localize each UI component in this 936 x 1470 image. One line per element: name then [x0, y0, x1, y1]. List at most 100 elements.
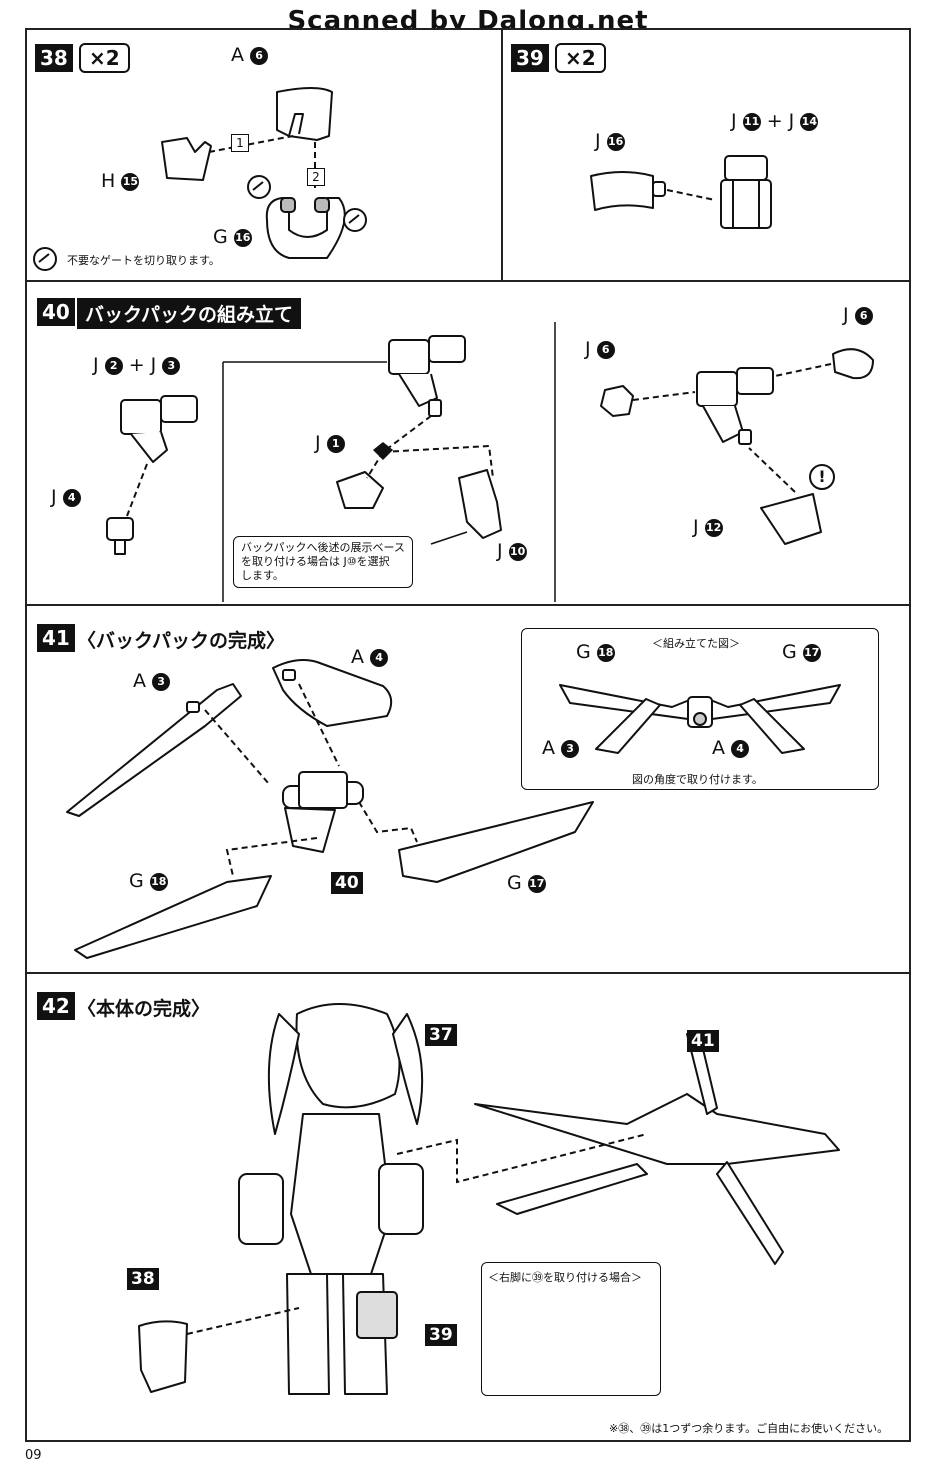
- part-number: 3: [162, 356, 181, 375]
- runner-letter: A: [712, 737, 725, 759]
- inset-label-g18: G 18: [576, 641, 615, 663]
- step-number: 39: [511, 44, 549, 72]
- part-label-g16: G 16: [213, 226, 252, 248]
- callout-line: します。: [241, 569, 284, 582]
- quantity-multiplier: ×2: [79, 43, 130, 73]
- caution-icon: !: [809, 464, 835, 490]
- part-label-j10: J 10: [497, 540, 527, 562]
- assembled-view-inset: ＜組み立てた図＞ G 18 G 17 A 3 A 4 図の角: [521, 628, 879, 790]
- part-label-a6: A 6: [231, 44, 269, 66]
- right-leg-inset: ＜右脚に㊴を取り付ける場合＞: [481, 1262, 661, 1396]
- part-number: 15: [121, 172, 140, 191]
- step-reference-39: 39: [425, 1324, 457, 1346]
- step-38-panel: 38 ×2 A 6 H 15 G 16 1 2 不要なゲートを切: [25, 28, 503, 282]
- part-number: 18: [149, 872, 168, 891]
- part-number: 6: [250, 46, 269, 65]
- step-39-illustration: [590, 155, 772, 229]
- callout-line: を取り付ける場合は J⑩を選択: [241, 555, 390, 568]
- part-number: 2: [104, 356, 123, 375]
- step-reference-40: 40: [331, 872, 363, 894]
- runner-letter: G: [507, 872, 522, 894]
- runner-letter: J: [731, 110, 737, 132]
- plus-sign: +: [128, 354, 145, 376]
- part-number: 11: [742, 112, 761, 131]
- part-label-j11-j14: J 11 + J 14: [731, 110, 819, 132]
- step-number: 40: [37, 298, 75, 326]
- runner-letter: H: [101, 170, 116, 192]
- part-number: 3: [561, 739, 580, 758]
- part-number: 3: [152, 672, 171, 691]
- gate-note: 不要なゲートを切り取ります。: [67, 254, 220, 267]
- runner-letter: A: [231, 44, 244, 66]
- inset-title: ＜右脚に㊴を取り付ける場合＞: [488, 1271, 642, 1284]
- part-number: 4: [370, 648, 389, 667]
- step-title: バックパックの組み立て: [77, 298, 302, 329]
- runner-letter: G: [576, 641, 591, 663]
- runner-letter: A: [133, 670, 146, 692]
- plus-sign: +: [766, 110, 783, 132]
- part-label-j6-right: J 6: [843, 304, 873, 326]
- part-label-a3: A 3: [133, 670, 171, 692]
- step-reference-37: 37: [425, 1024, 457, 1046]
- step-42-panel: 42 〈本体の完成〉 37 41 3: [25, 972, 911, 1442]
- part-label-g18: G 18: [129, 870, 168, 892]
- part-number: 16: [233, 228, 252, 247]
- runner-letter: J: [595, 130, 601, 152]
- step-40-illustration: [106, 322, 874, 602]
- step-42-illustration: [138, 1003, 840, 1395]
- runner-letter: G: [782, 641, 797, 663]
- part-label-j2-j3: J 2 + J 3: [93, 354, 181, 376]
- step-38-illustration: [33, 87, 367, 271]
- step-title: 〈バックパックの完成〉: [77, 630, 286, 652]
- sequence-1: 1: [231, 134, 249, 152]
- runner-letter: J: [93, 354, 99, 376]
- base-attachment-callout: バックパックへ後述の展示ベース を取り付ける場合は J⑩を選択 します。: [233, 536, 413, 588]
- part-number: 6: [596, 340, 615, 359]
- part-number: 17: [802, 643, 821, 662]
- part-label-j1: J 1: [315, 432, 345, 454]
- runner-letter: J: [497, 540, 503, 562]
- part-label-a4: A 4: [351, 646, 389, 668]
- quantity-multiplier: ×2: [555, 43, 606, 73]
- part-label-g17: G 17: [507, 872, 546, 894]
- callout-line: バックパックへ後述の展示ベース: [241, 541, 405, 554]
- part-number: 18: [596, 643, 615, 662]
- step-title: 〈本体の完成〉: [77, 998, 211, 1020]
- inset-caption: 図の角度で取り付けます。: [632, 773, 763, 786]
- part-number: 16: [606, 132, 625, 151]
- part-label-j6-left: J 6: [585, 338, 615, 360]
- inset-label-g17: G 17: [782, 641, 821, 663]
- step-reference-41: 41: [687, 1030, 719, 1052]
- inset-label-a4: A 4: [712, 737, 750, 759]
- runner-letter: G: [129, 870, 144, 892]
- runner-letter: A: [351, 646, 364, 668]
- part-number: 4: [731, 739, 750, 758]
- runner-letter: J: [51, 486, 57, 508]
- step-number: 41: [37, 624, 75, 652]
- runner-letter: G: [213, 226, 228, 248]
- part-number: 1: [326, 434, 345, 453]
- part-label-j4: J 4: [51, 486, 81, 508]
- inset-title: ＜組み立てた図＞: [652, 637, 740, 650]
- inset-illustration: [559, 684, 841, 754]
- step-41-illustration: [66, 659, 594, 959]
- runner-letter: J: [843, 304, 849, 326]
- part-number: 10: [508, 542, 527, 561]
- step-41-panel: 41 〈バックパックの完成〉 A 3 A 4 G 18: [25, 604, 911, 974]
- step-39-panel: 39 ×2 J 16 J 11 + J 14: [501, 28, 911, 282]
- page-number: 09: [25, 1448, 42, 1463]
- step-40-panel: 40 バックパックの組み立て: [25, 280, 911, 606]
- part-number: 14: [800, 112, 819, 131]
- step-number: 38: [35, 44, 73, 72]
- inset-label-a3: A 3: [542, 737, 580, 759]
- step-number: 42: [37, 992, 75, 1020]
- runner-letter: J: [315, 432, 321, 454]
- runner-letter: J: [150, 354, 157, 376]
- runner-letter: J: [585, 338, 591, 360]
- part-number: 12: [704, 518, 723, 537]
- part-label-h15: H 15: [101, 170, 140, 192]
- part-number: 17: [527, 874, 546, 893]
- part-number: 4: [62, 488, 81, 507]
- part-number: 6: [854, 306, 873, 325]
- sequence-2: 2: [307, 168, 325, 186]
